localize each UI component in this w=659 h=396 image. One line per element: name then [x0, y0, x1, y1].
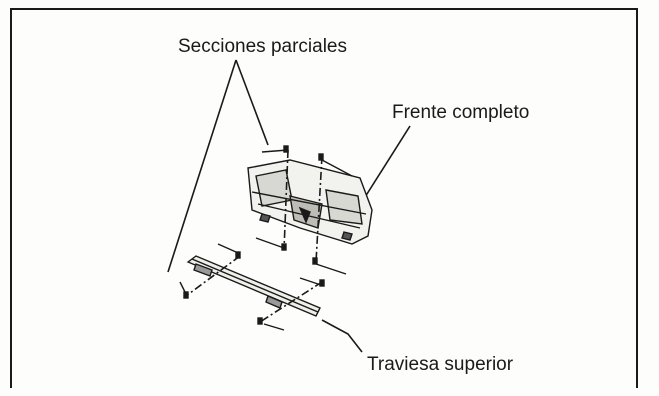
label-upper-crossmember: Traviesa superior	[367, 354, 514, 375]
cut-line-front-right	[315, 155, 323, 263]
leader-upper-crossmember	[321, 319, 363, 353]
section-cut-lines	[185, 149, 323, 323]
cut-line-front-left	[283, 149, 289, 251]
diagram-frame	[10, 8, 638, 388]
cut-line-cross-left	[185, 255, 241, 297]
cut-arrows	[179, 145, 353, 331]
leader-lines	[167, 59, 411, 353]
leader-partial-left	[167, 59, 237, 273]
leader-full-front	[359, 125, 411, 206]
upper-crossmember	[186, 255, 321, 317]
leader-partial-right	[235, 59, 269, 146]
label-full-front: Frente completo	[392, 102, 529, 123]
full-front-panel	[247, 159, 373, 245]
cut-line-cross-right	[259, 281, 323, 323]
label-partial-sections: Secciones parciales	[178, 36, 347, 57]
